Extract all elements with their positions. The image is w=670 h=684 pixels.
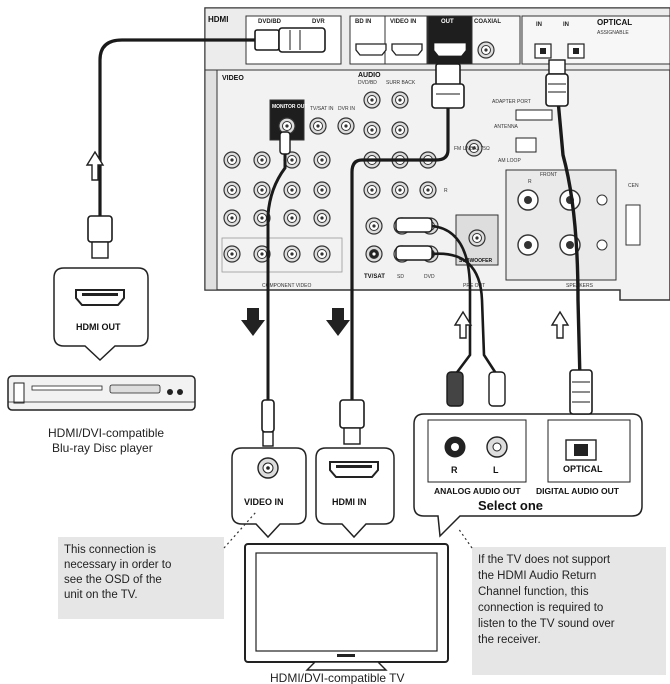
bluray-caption-line2: Blu-ray Disc player (52, 441, 153, 455)
antenna-label: ANTENNA (494, 124, 519, 130)
arrow-up-icon (453, 310, 473, 339)
audio-r-port-label: R (451, 465, 458, 475)
rca-plugs-tv (446, 371, 506, 407)
hdmi-plug-receiver-out (431, 63, 465, 109)
arc-note: If the TV does not support the HDMI Audi… (472, 547, 666, 675)
surr-back-label: SURR BACK (386, 80, 416, 86)
optical-label: OPTICAL (597, 18, 632, 27)
osd-note-line2: necessary in order to (64, 559, 171, 571)
osd-note-leader (223, 511, 257, 549)
tv-hdmi-cable (350, 104, 450, 402)
osd-note-line1: This connection is (64, 544, 156, 556)
arrow-down-icon (326, 308, 350, 336)
tv-set (244, 543, 449, 671)
dvr-in-label: DVR IN (338, 106, 355, 112)
arc-note-line3: Channel function, this (478, 586, 589, 598)
assignable-label: ASSIGNABLE (597, 30, 629, 36)
hdmi-in-port-label: HDMI IN (332, 497, 367, 507)
tv-audio-out-callout: R L ANALOG AUDIO OUT OPTICAL DIGITAL AUD… (413, 413, 643, 538)
bd-in-label: BD IN (355, 19, 371, 25)
analog-cable-1 (430, 224, 472, 377)
monitor-out-label: MONITOR OUT (272, 104, 307, 110)
front-label: FRONT (540, 172, 557, 178)
arc-note-line6: the receiver. (478, 634, 541, 646)
analog-audio-out-label: ANALOG AUDIO OUT (434, 486, 521, 496)
arc-note-line5: listen to the TV sound over (478, 618, 615, 630)
audio-l-port-label: L (493, 465, 499, 475)
hdmi-plug-receiver-in (254, 27, 326, 53)
hdmi-out-top-label: OUT (441, 19, 454, 25)
subwoofer-label: SUBWOOFER (459, 258, 492, 264)
hdmi-plug-tv (339, 399, 365, 445)
arc-note-line1: If the TV does not support (478, 554, 611, 566)
optical-in2-label: IN (563, 22, 569, 28)
cables (98, 38, 582, 402)
front-r-label: R (528, 179, 532, 185)
optical-cable (556, 98, 582, 382)
hdmi-section-label: HDMI (208, 15, 228, 24)
audio-section-label: AUDIO (358, 72, 381, 79)
bluray-caption-line1: HDMI/DVI-compatible (48, 426, 164, 440)
dvd-bd-label: DVD/BD (258, 19, 282, 25)
optical-plug-receiver (545, 59, 569, 107)
tv-hdmi-in-callout: HDMI IN (315, 447, 395, 539)
rca-plugs-receiver (395, 217, 433, 261)
arc-note-line2: the HDMI Audio Return (478, 570, 596, 582)
arrow-up-icon (85, 150, 105, 181)
optical-port-label: OPTICAL (563, 464, 603, 474)
select-one-label: Select one (478, 498, 543, 513)
pre-out-label: PRE OUT (463, 283, 485, 289)
osd-note-line4: unit on the TV. (64, 589, 138, 601)
video-in-label: VIDEO IN (390, 19, 416, 25)
tv-caption: HDMI/DVI-compatible TV (270, 671, 404, 684)
bluray-player (7, 375, 196, 411)
center-label: CEN (628, 183, 639, 189)
analog-cable-2 (430, 252, 499, 377)
video-in-port-label: VIDEO IN (244, 497, 284, 507)
video-section-label: VIDEO (222, 75, 244, 82)
arrow-up-icon (550, 310, 570, 339)
component-video-label: COMPONENT VIDEO (262, 283, 311, 289)
audio-dvd-bd-label: DVD/BD (358, 80, 377, 86)
bluray-hdmi-cable (98, 38, 257, 242)
bluray-hdmi-out-callout: HDMI OUT (53, 267, 149, 362)
tvsat-audio-label: TV/SAT (364, 274, 385, 280)
optical-plug-tv (569, 369, 593, 415)
tv-video-in-callout: VIDEO IN (231, 447, 307, 539)
tvsat-in-label: TV/SAT IN (310, 106, 334, 112)
digital-audio-out-label: DIGITAL AUDIO OUT (536, 486, 620, 496)
am-loop-label: AM LOOP (498, 158, 521, 164)
osd-note-line3: see the OSD of the (64, 574, 162, 586)
arc-note-line4: connection is required to (478, 602, 603, 614)
receiver-rear-panel: HDMI DVD/BD DVR BD IN VIDEO IN OUT COAXI… (204, 7, 670, 301)
video-plug-receiver (279, 131, 291, 155)
video-cable (266, 143, 287, 402)
fm-unbal-label: FM UNBAL 75Ω (454, 146, 490, 152)
dvr-label: DVR (312, 19, 325, 25)
video-plug-tv (261, 399, 275, 447)
arrow-down-icon (241, 308, 265, 336)
sd-label: SD (397, 274, 404, 280)
arc-note-leader (457, 527, 473, 549)
optical-in1-label: IN (536, 22, 542, 28)
dvd-audio-label: DVD (424, 274, 435, 280)
adapter-port-label: ADAPTER PORT (492, 99, 531, 105)
coaxial-label: COAXIAL (474, 19, 501, 25)
hdmi-out-port-label: HDMI OUT (76, 322, 121, 332)
osd-note: This connection is necessary in order to… (58, 537, 224, 619)
speakers-label: SPEAKERS (566, 283, 594, 289)
hdmi-plug-bluray (87, 215, 113, 259)
audio-r-label: R (444, 188, 448, 194)
